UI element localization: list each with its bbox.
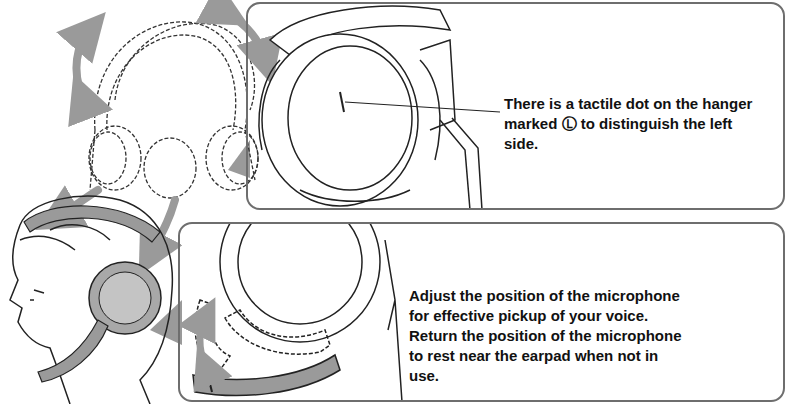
callout-text-group: There is a tactile dot on the hanger mar… [504, 94, 754, 154]
headband [24, 206, 160, 242]
motion-arrow [200, 316, 206, 365]
dashed-headphones [89, 22, 258, 198]
earcup-inner [99, 272, 151, 324]
microphone-boom [38, 320, 108, 382]
callout-text: There is a tactile dot on the hanger mar… [504, 94, 754, 154]
callout-text-group: Adjust the position of the microphone fo… [409, 286, 687, 386]
motion-arrow [56, 14, 266, 255]
microphone-closeup [193, 224, 402, 400]
callout-text: Adjust the position of the microphone fo… [409, 286, 687, 326]
callout-box: Adjust the position of the microphone fo… [178, 222, 785, 402]
person-head [10, 196, 172, 404]
callout-text: Return the position of the microphone to… [409, 326, 687, 386]
hanger-closeup [259, 6, 500, 208]
callout-box: There is a tactile dot on the hanger mar… [246, 2, 785, 210]
